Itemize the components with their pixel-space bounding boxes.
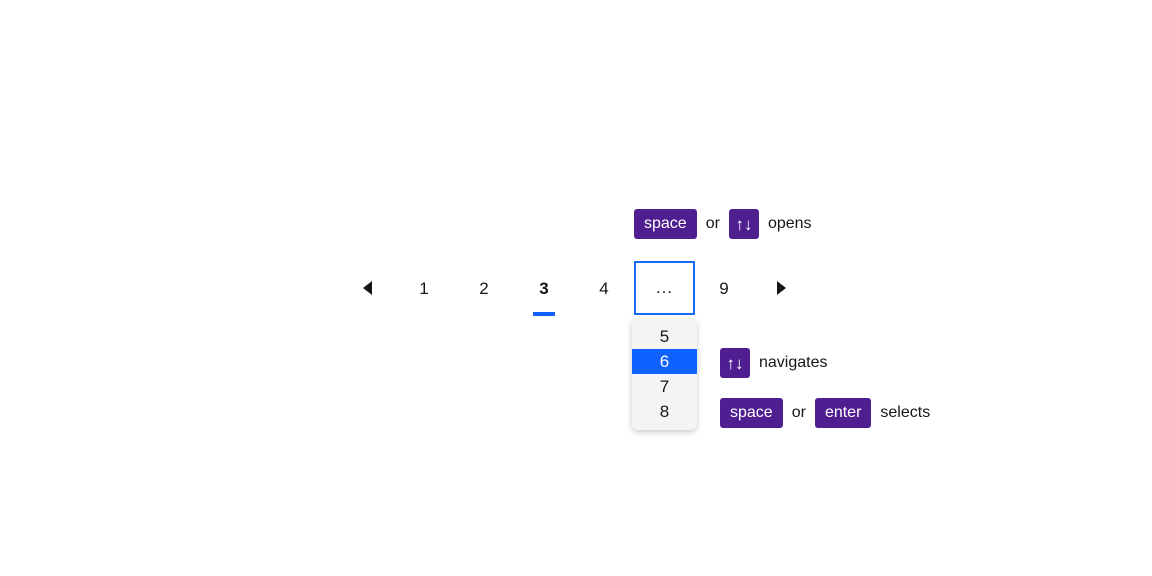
- dropdown-option-6[interactable]: 6: [632, 349, 697, 374]
- pagination-page-4[interactable]: 4: [574, 261, 634, 315]
- dropdown-option-7[interactable]: 7: [632, 374, 697, 399]
- dropdown-option-7-label: 7: [659, 376, 670, 396]
- pagination-page-9-label: 9: [719, 278, 729, 298]
- pagination-overflow-select[interactable]: ...: [634, 261, 695, 315]
- pagination-page-1-label: 1: [419, 278, 429, 298]
- caret-right-icon: [776, 281, 786, 295]
- hint-selects-conjunction: or: [791, 404, 806, 421]
- pagination-previous-button[interactable]: [340, 261, 394, 315]
- pagination-page-2[interactable]: 2: [454, 261, 514, 315]
- key-enter-selects: enter: [814, 398, 872, 428]
- pagination-overflow-label: ...: [655, 278, 674, 297]
- current-page-indicator: [533, 312, 555, 316]
- pagination: 1 2 3 4 9: [340, 261, 808, 317]
- up-down-arrows-icon: ↑↓: [728, 209, 759, 239]
- hint-opens-action: opens: [767, 215, 812, 232]
- pagination-page-3[interactable]: 3: [514, 261, 574, 316]
- dropdown-option-5[interactable]: 5: [632, 324, 697, 349]
- dropdown-option-5-label: 5: [659, 326, 670, 346]
- hint-selects: space or enter selects: [720, 398, 930, 428]
- pagination-overflow-dropdown[interactable]: 5 6 7 8: [632, 318, 697, 430]
- caret-left-icon: [362, 281, 372, 295]
- pagination-page-3-label: 3: [539, 278, 549, 298]
- hint-navigates: ↑↓ navigates: [720, 348, 828, 378]
- dropdown-option-6-label: 6: [659, 351, 670, 371]
- pagination-page-1[interactable]: 1: [394, 261, 454, 315]
- pagination-next-button[interactable]: [754, 261, 808, 315]
- key-space-selects: space: [720, 398, 783, 428]
- pagination-page-9[interactable]: 9: [694, 261, 754, 315]
- up-down-arrows-icon: ↑↓: [720, 348, 750, 378]
- pagination-page-2-label: 2: [479, 278, 489, 298]
- dropdown-option-8-label: 8: [659, 401, 670, 421]
- hint-opens-conjunction: or: [705, 215, 720, 232]
- hint-opens: space or ↑↓ opens: [634, 209, 812, 239]
- pagination-page-4-label: 4: [599, 278, 609, 298]
- hint-selects-action: selects: [880, 404, 931, 421]
- key-space-opens: space: [634, 209, 697, 239]
- dropdown-option-8[interactable]: 8: [632, 399, 697, 424]
- hint-navigates-action: navigates: [759, 354, 828, 371]
